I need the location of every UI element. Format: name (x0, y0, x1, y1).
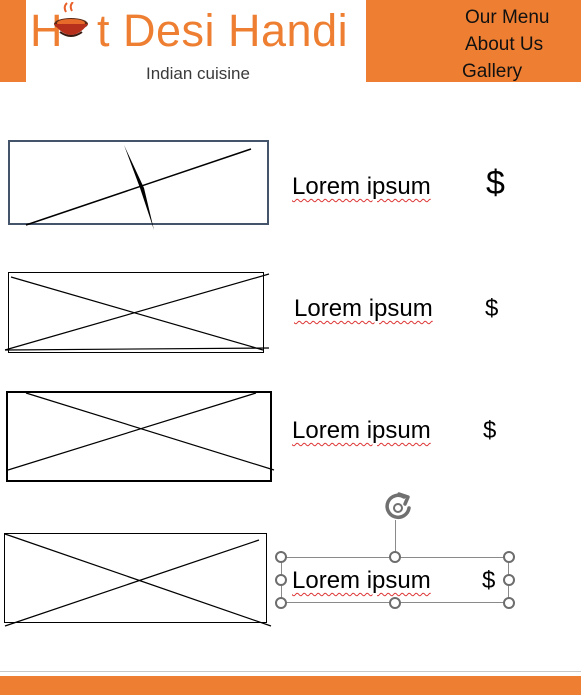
image-placeholder-icon (4, 273, 270, 351)
cooking-pot-icon (54, 2, 88, 37)
menu-item-price: $ (486, 164, 505, 202)
resize-handle-icon[interactable] (503, 551, 515, 563)
menu-item-image[interactable] (4, 272, 270, 353)
resize-handle-icon[interactable] (275, 597, 287, 609)
resize-handle-icon[interactable] (503, 574, 515, 586)
resize-handle-icon[interactable] (389, 551, 401, 563)
resize-handle-icon[interactable] (389, 597, 401, 609)
menu-item-title: Lorem ipsum (292, 417, 431, 444)
nav-our-menu[interactable]: Our Menu (465, 7, 550, 28)
menu-item-title[interactable]: Lorem ipsum (292, 567, 431, 594)
footer-bar (0, 676, 581, 695)
image-placeholder-icon (4, 533, 272, 627)
rotate-connector (395, 520, 396, 556)
menu-item-title: Lorem ipsum (294, 295, 433, 322)
image-placeholder-icon (25, 145, 252, 230)
resize-handle-icon[interactable] (275, 551, 287, 563)
rotate-handle-icon[interactable] (380, 491, 416, 523)
nav-gallery[interactable]: Gallery (462, 61, 523, 82)
menu-item-title: Lorem ipsum (292, 173, 431, 200)
menu-item-price: $ (485, 295, 499, 322)
main-nav: Our Menu About Us Gallery (462, 4, 550, 85)
menu-item-image[interactable] (4, 533, 272, 627)
resize-handle-icon[interactable] (503, 597, 515, 609)
nav-about-us[interactable]: About Us (465, 34, 544, 55)
menu-item-image[interactable] (8, 140, 269, 230)
brand-tagline: Indian cuisine (146, 64, 250, 83)
resize-handle-icon[interactable] (275, 574, 287, 586)
menu-item-price: $ (483, 417, 497, 444)
menu-item-image[interactable] (6, 391, 275, 482)
menu-item-price: $ (482, 567, 496, 594)
image-placeholder-icon (7, 392, 275, 471)
footer-divider (0, 671, 581, 672)
